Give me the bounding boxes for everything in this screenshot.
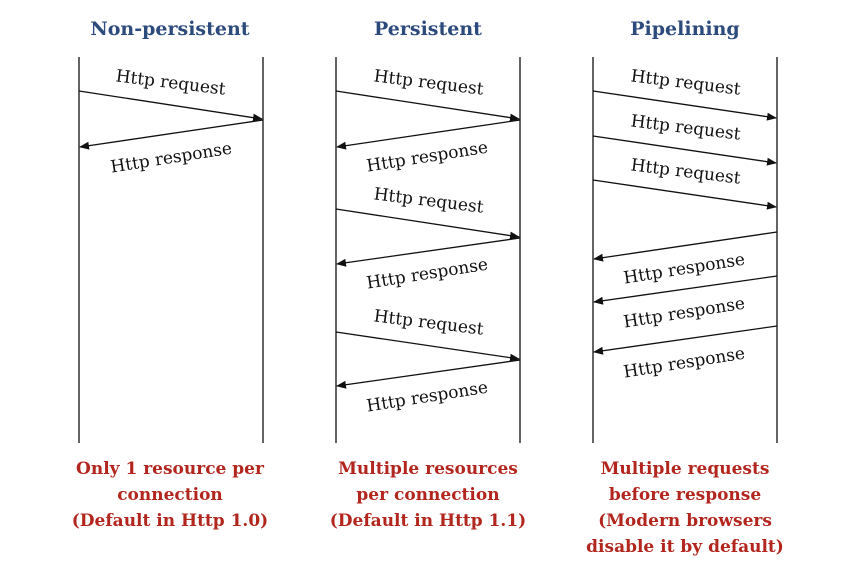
message-request: Http request [335, 66, 520, 122]
caption-line: (Modern browsers [598, 511, 772, 531]
caption-line: per connection [356, 485, 500, 505]
title-non-persistent: Non-persistent [90, 18, 249, 40]
message-label: Http response [365, 255, 489, 294]
caption-line: (Default in Http 1.1) [329, 511, 527, 531]
message-request: Http request [335, 184, 520, 240]
caption-line: (Default in Http 1.0) [71, 511, 269, 531]
message-request: Http request [335, 306, 520, 362]
message-response: Http response [336, 119, 521, 177]
message-response: Http response [336, 237, 521, 294]
caption-line: before response [608, 485, 762, 505]
caption-line: connection [117, 485, 223, 505]
title-pipelining: Pipelining [630, 18, 739, 40]
message-label: Http response [622, 344, 746, 383]
caption-line: Only 1 resource per [76, 459, 264, 479]
message-label: Http response [365, 378, 489, 417]
message-label: Http request [373, 306, 485, 339]
caption-line: Multiple resources [338, 459, 518, 479]
title-persistent: Persistent [374, 18, 482, 40]
caption-line: Multiple requests [600, 459, 770, 479]
message-label: Http request [115, 66, 227, 99]
message-label: Http response [109, 139, 233, 178]
message-label: Http response [622, 294, 746, 333]
message-response: Http response [336, 359, 521, 417]
message-request: Http request [592, 66, 777, 121]
caption-line: disable it by default) [586, 537, 784, 557]
message-request: Http request [592, 111, 777, 166]
message-request: Http request [592, 155, 777, 210]
message-response: Http response [593, 325, 778, 383]
message-label: Http request [373, 66, 485, 99]
message-label: Http request [630, 66, 742, 99]
caption-pipelining: Multiple requests before response (Moder… [570, 456, 800, 560]
message-label: Http response [365, 138, 489, 177]
caption-persistent: Multiple resources per connection (Defau… [313, 456, 543, 534]
caption-non-persistent: Only 1 resource per connection (Default … [55, 456, 285, 534]
message-response: Http response [593, 275, 778, 333]
message-response: Http response [79, 119, 264, 178]
message-request: Http request [78, 66, 263, 122]
message-label: Http request [630, 155, 742, 188]
message-label: Http request [373, 184, 485, 217]
message-label: Http request [630, 111, 742, 144]
